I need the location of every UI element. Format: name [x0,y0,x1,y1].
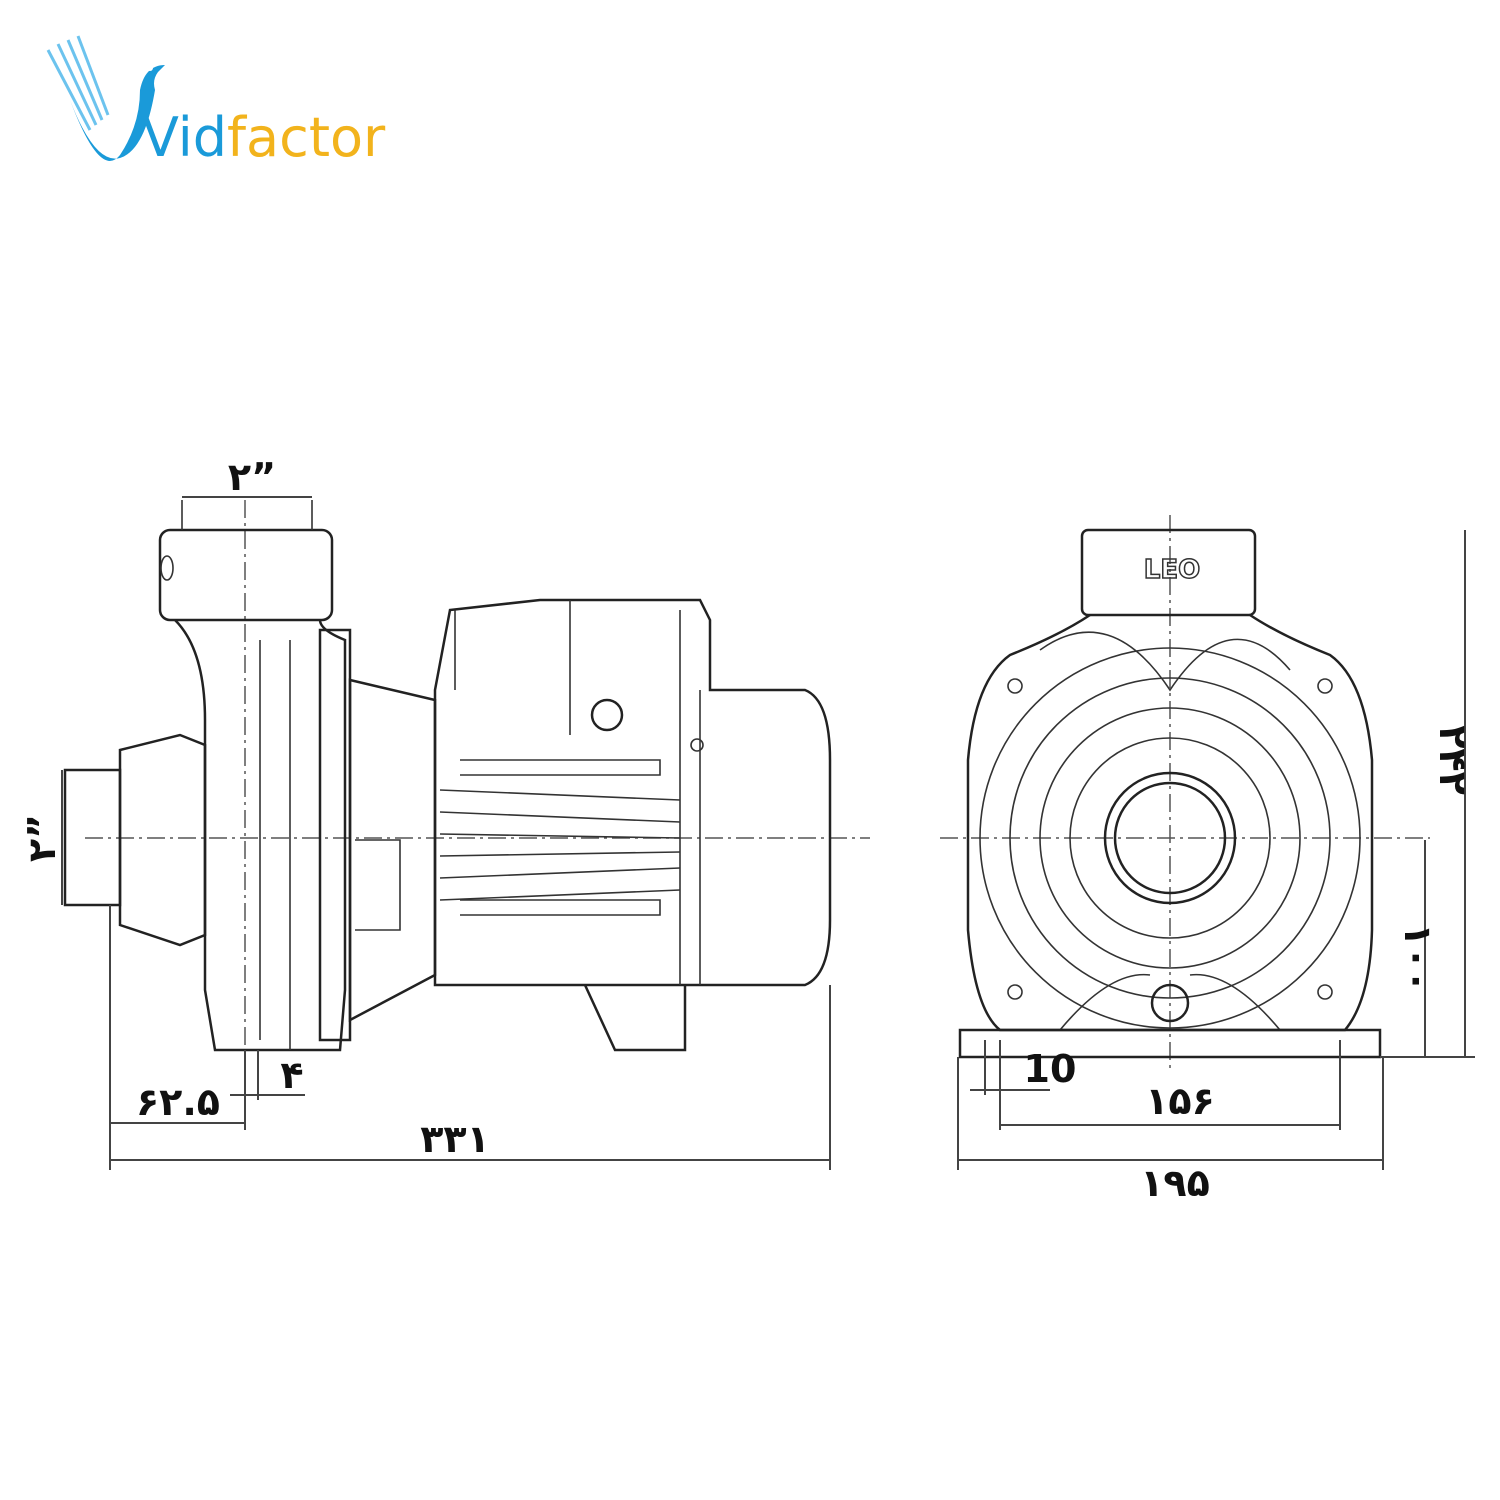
front-dimension-lines [957,530,1475,1170]
drain-plug-icon [1150,983,1190,1023]
cable-gland-icon [590,698,624,732]
dim-62-5-label: ۶۲.۵ [136,1080,220,1124]
inlet-size-label: ۲” [20,814,64,862]
logo-text-factor: factor [227,106,386,169]
bird-icon [46,35,165,161]
side-view [61,496,870,1170]
motor-foot [583,984,687,1052]
bolt-spacing-label: ۱۵۶ [1145,1079,1215,1123]
base-width-label: ۱۹۵ [1140,1161,1210,1205]
outlet-flange [158,528,334,622]
logo-wordmark: Vidfactor [142,106,386,169]
vidfactor-logo: Vidfactor [46,35,386,169]
front-outlet-flange [1080,528,1257,617]
bolt-holes [1007,678,1333,1000]
overall-length-label: ۳۳۱ [420,1117,490,1161]
logo-text-vid: Vid [142,106,227,169]
base-plate [958,1028,1382,1059]
motor-body [433,598,832,987]
motor-cooling-fins [439,759,681,916]
pump-brand-label: LEO [1144,555,1200,585]
outlet-size-label: ۲” [228,455,276,499]
side-dimension-lines [61,496,831,1170]
inlet-concentric-circles [979,647,1361,1029]
overall-height-label: ۲۴۲ [1431,725,1475,795]
axis-height-label: ۱۰۰ [1396,923,1440,993]
front-view [940,515,1475,1170]
motor-bracket [348,678,437,1023]
dim-4-label: ۴ [280,1053,303,1097]
dim-10-label: 10 [1024,1047,1077,1091]
